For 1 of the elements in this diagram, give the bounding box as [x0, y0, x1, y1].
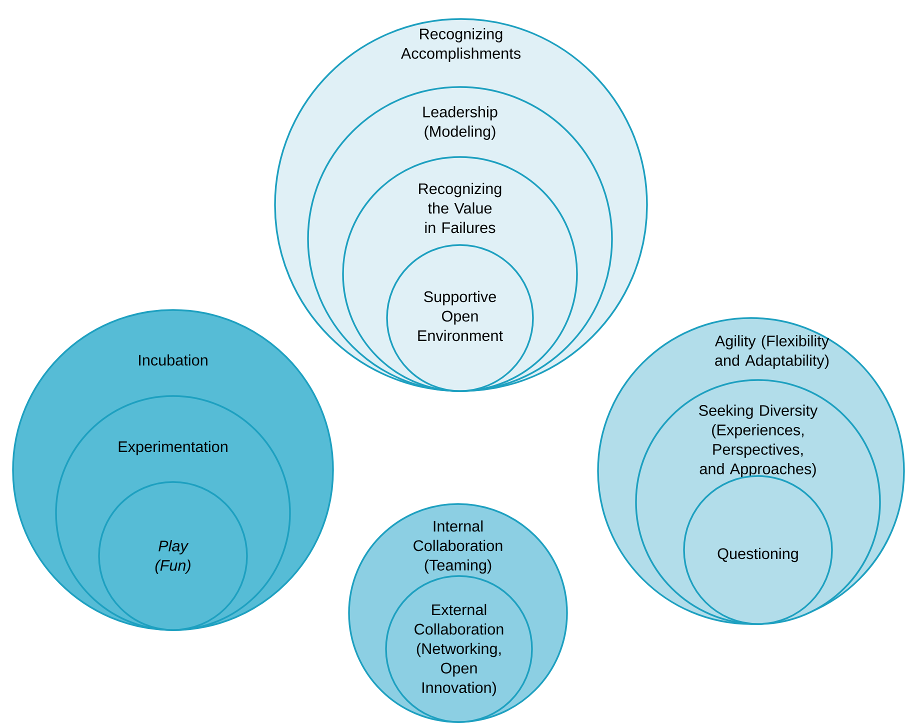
node-label: External Collaboration (Networking, Open Innovation) [414, 604, 504, 696]
